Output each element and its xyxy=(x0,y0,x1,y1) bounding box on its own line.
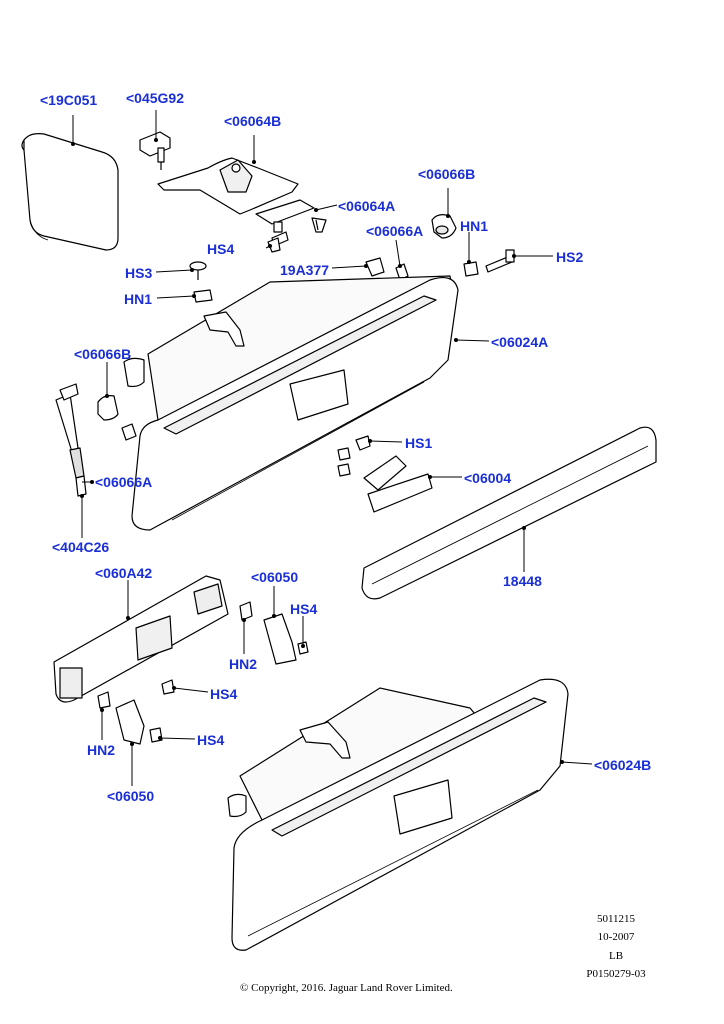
callout-hs4-mid: HS4 xyxy=(210,686,238,702)
callout-19c051: <19C051 xyxy=(40,92,98,108)
part-06066b-bumper-left xyxy=(97,395,119,421)
part-18448-trim xyxy=(361,426,657,600)
reference-date: 10-2007 xyxy=(597,931,635,943)
part-hs3-screw xyxy=(189,261,207,280)
callout-06004: <06004 xyxy=(464,470,512,486)
callout-06024a: <06024A xyxy=(491,334,549,350)
part-hs1-screws xyxy=(337,435,371,477)
callout-06064b: <06064B xyxy=(224,113,282,129)
reference-code: LB xyxy=(608,950,624,962)
callout-06066a-top: <06066A xyxy=(366,223,424,239)
copyright-notice: © Copyright, 2016. Jaguar Land Rover Lim… xyxy=(240,982,453,994)
callout-hs3: HS3 xyxy=(125,265,153,281)
part-hs2-screw xyxy=(485,249,515,273)
callout-045g92: <045G92 xyxy=(126,90,184,106)
part-06064a-latch xyxy=(255,199,327,247)
part-hn1-clip-left xyxy=(193,289,213,303)
part-06050-hinge-low xyxy=(97,691,163,745)
callout-hs4-top: HS4 xyxy=(207,241,235,257)
part-hs4-screw-top xyxy=(267,237,281,253)
callout-hs2: HS2 xyxy=(556,249,584,265)
callout-hs4-low: HS4 xyxy=(197,732,225,748)
reference-illustration-id: P0150279-03 xyxy=(586,968,646,980)
callout-hn1-top: HN1 xyxy=(460,218,489,234)
part-06004-latch xyxy=(363,455,433,513)
reference-number: 5011215 xyxy=(596,913,636,925)
callout-hn2-left: HN2 xyxy=(87,742,116,758)
part-hn1-clip-top xyxy=(463,261,479,277)
callout-hs1: HS1 xyxy=(405,435,433,451)
part-404c26-strut xyxy=(55,383,87,497)
part-06066a-bumper-left xyxy=(121,423,137,441)
part-hs4-screw-mid xyxy=(161,679,175,695)
part-06064b-bracket xyxy=(157,157,299,215)
callout-06050-right: <06050 xyxy=(251,569,299,585)
part-060a42-bracket xyxy=(53,575,229,703)
callout-06064a: <06064A xyxy=(338,198,396,214)
callout-19a377: 19A377 xyxy=(280,262,330,278)
callout-06066a-left: <06066A xyxy=(95,474,153,490)
callout-hs4-right: HS4 xyxy=(290,601,318,617)
callout-06066b-top: <06066B xyxy=(418,166,476,182)
callout-06050-low: <06050 xyxy=(107,788,155,804)
part-045g92-bracket xyxy=(139,131,171,170)
callout-06024b: <06024B xyxy=(594,757,652,773)
callout-hn1-left: HN1 xyxy=(124,291,153,307)
part-19a377-clip xyxy=(365,257,385,277)
callout-06066b-left: <06066B xyxy=(74,346,132,362)
part-06066b-bumper-top xyxy=(431,214,457,239)
part-06050-hinge-right xyxy=(239,601,309,665)
part-06024a-glovebox xyxy=(123,275,459,531)
part-06024b-glovebox xyxy=(227,678,569,951)
callout-404c26: <404C26 xyxy=(52,539,110,555)
callout-hn2-right: HN2 xyxy=(229,656,258,672)
callout-18448: 18448 xyxy=(503,573,542,589)
callout-060a42: <060A42 xyxy=(95,565,153,581)
part-19c051-pad xyxy=(21,133,119,251)
